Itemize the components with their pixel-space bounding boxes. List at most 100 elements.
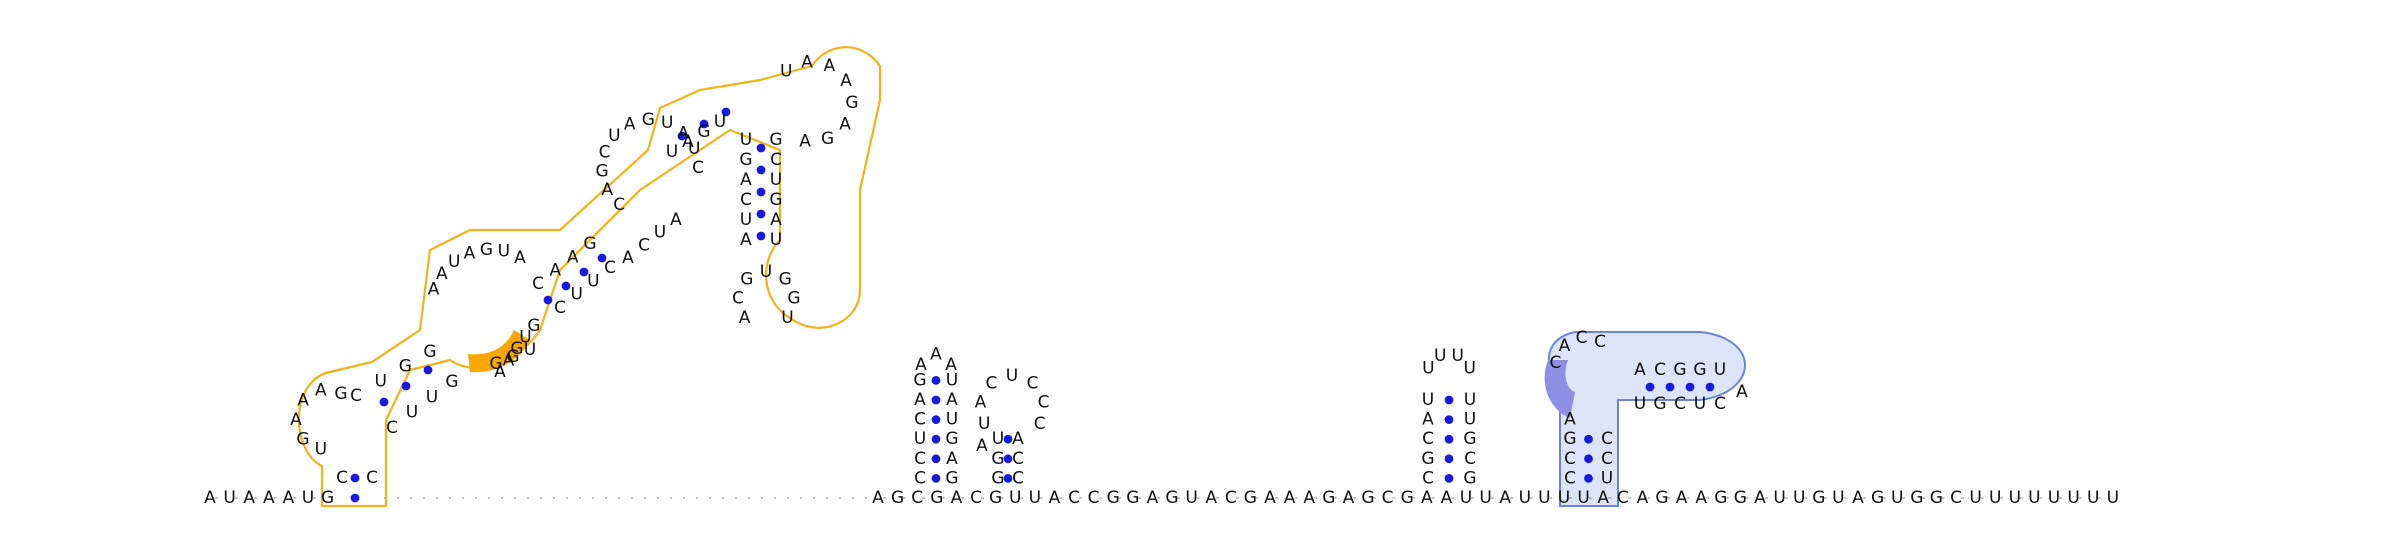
nucleotide-U: U	[1577, 488, 1589, 508]
nucleotide-G: G	[399, 357, 412, 377]
nucleotide-C: C	[1576, 328, 1588, 348]
nucleotide-C: C	[1950, 488, 1962, 508]
nucleotide-C: C	[1225, 488, 1237, 508]
nucleotide-C: C	[970, 488, 982, 508]
highlight-region-blue	[1547, 331, 1746, 507]
nucleotide-C: C	[1012, 449, 1024, 469]
nucleotide-G: G	[989, 488, 1002, 508]
nucleotide-G: G	[1322, 488, 1335, 508]
nucleotide-G: G	[739, 150, 752, 170]
nucleotide-G: G	[945, 429, 958, 449]
nucleotide-A: A	[1754, 488, 1766, 508]
nucleotide-A: A	[601, 180, 613, 200]
nucleotide-G: G	[930, 488, 943, 508]
nucleotide-A: A	[801, 52, 813, 72]
nucleotide-C: C	[1601, 449, 1613, 469]
nucleotide-U: U	[770, 170, 782, 190]
nucleotide-A: A	[840, 71, 852, 91]
nucleotide-A: A	[514, 248, 526, 268]
nucleotide-G: G	[1463, 429, 1476, 449]
base-pair-dot	[699, 119, 709, 129]
nucleotide-U: U	[315, 440, 327, 460]
nucleotide-U: U	[519, 328, 531, 348]
nucleotide-C: C	[1038, 392, 1050, 412]
nucleotide-A: A	[297, 391, 309, 411]
nucleotide-U: U	[2028, 488, 2040, 508]
nucleotide-C: C	[1422, 429, 1434, 449]
nucleotide-G: G	[489, 354, 502, 374]
nucleotide-C: C	[1027, 373, 1039, 393]
nucleotide-A: A	[624, 114, 636, 134]
nucleotide-A: A	[503, 351, 515, 371]
nucleotide-G: G	[296, 429, 309, 449]
nucleotide-C: C	[336, 468, 348, 488]
nucleotide-A: A	[622, 248, 634, 268]
nucleotide-U: U	[2087, 488, 2099, 508]
base-pair-dot	[1584, 454, 1593, 464]
nucleotide-G: G	[1812, 488, 1825, 508]
nucleotide-U: U	[1422, 390, 1434, 410]
nucleotide-A: A	[975, 392, 987, 412]
nucleotide-G: G	[1655, 488, 1668, 508]
base-pair-dot	[931, 415, 941, 424]
nucleotide-A: A	[243, 488, 255, 508]
nucleotide-C: C	[604, 258, 616, 278]
nucleotide-C: C	[740, 190, 752, 210]
nucleotide-U: U	[1989, 488, 2001, 508]
nucleotide-A: A	[1695, 488, 1707, 508]
nucleotide-G: G	[1734, 488, 1747, 508]
nucleotide-U: U	[781, 308, 793, 328]
nucleotide-A: A	[930, 344, 942, 364]
nucleotide-G: G	[1401, 488, 1414, 508]
nucleotide-U: U	[946, 370, 958, 390]
nucleotide-C: C	[1601, 429, 1613, 449]
base-pair-dot	[1645, 382, 1655, 392]
highlight-region-orange	[297, 46, 882, 508]
nucleotide-C: C	[1088, 488, 1100, 508]
base-pair-dot	[423, 365, 433, 375]
nucleotide-G: G	[1563, 429, 1576, 449]
nucleotide-U: U	[714, 112, 726, 132]
nucleotide-C: C	[350, 386, 362, 406]
nucleotide-G: G	[1126, 488, 1139, 508]
nucleotide-A: A	[1559, 336, 1571, 356]
nucleotide-A: A	[976, 436, 988, 456]
nucleotide-C: C	[1674, 394, 1686, 414]
nucleotide-C: C	[911, 488, 923, 508]
nucleotide-C: C	[1068, 488, 1080, 508]
nucleotide-C: C	[1034, 414, 1046, 434]
nucleotide-U: U	[1006, 366, 1018, 386]
nucleotide-A: A	[567, 247, 579, 267]
nucleotide-U: U	[780, 61, 792, 81]
nucleotide-G: G	[583, 234, 596, 254]
nucleotide-G: G	[991, 468, 1004, 488]
nucleotide-U: U	[666, 142, 678, 162]
nucleotide-U: U	[1832, 488, 1844, 508]
nucleotide-U: U	[992, 429, 1004, 449]
nucleotide-G: G	[1910, 488, 1923, 508]
nucleotide-A: A	[1422, 410, 1434, 430]
nucleotide-G: G	[1653, 394, 1666, 414]
base-pair-dot	[756, 231, 766, 241]
base-pair-dot	[543, 295, 553, 305]
base-pair-dot	[1003, 434, 1013, 444]
nucleotide-A: A	[670, 210, 682, 230]
base-pair-dot	[931, 434, 941, 444]
nucleotide-A: A	[945, 355, 957, 375]
nucleotide-A: A	[740, 230, 752, 250]
nucleotide-A: A	[770, 210, 782, 230]
nucleotide-A: A	[740, 170, 752, 190]
nucleotide-G: G	[1693, 360, 1706, 380]
nucleotide-A: A	[915, 355, 927, 375]
nucleotide-A: A	[464, 244, 476, 264]
nucleotide-A: A	[494, 362, 506, 382]
nucleotide-U: U	[1460, 488, 1472, 508]
nucleotide-A: A	[263, 488, 275, 508]
nucleotide-C: C	[1617, 488, 1629, 508]
nucleotide-A: A	[428, 279, 440, 299]
base-pair-dot	[1444, 474, 1454, 483]
nucleotide-G: G	[506, 347, 519, 367]
base-pair-dot	[1444, 434, 1454, 444]
nucleotide-G: G	[769, 130, 782, 150]
nucleotide-A: A	[1049, 488, 1061, 508]
